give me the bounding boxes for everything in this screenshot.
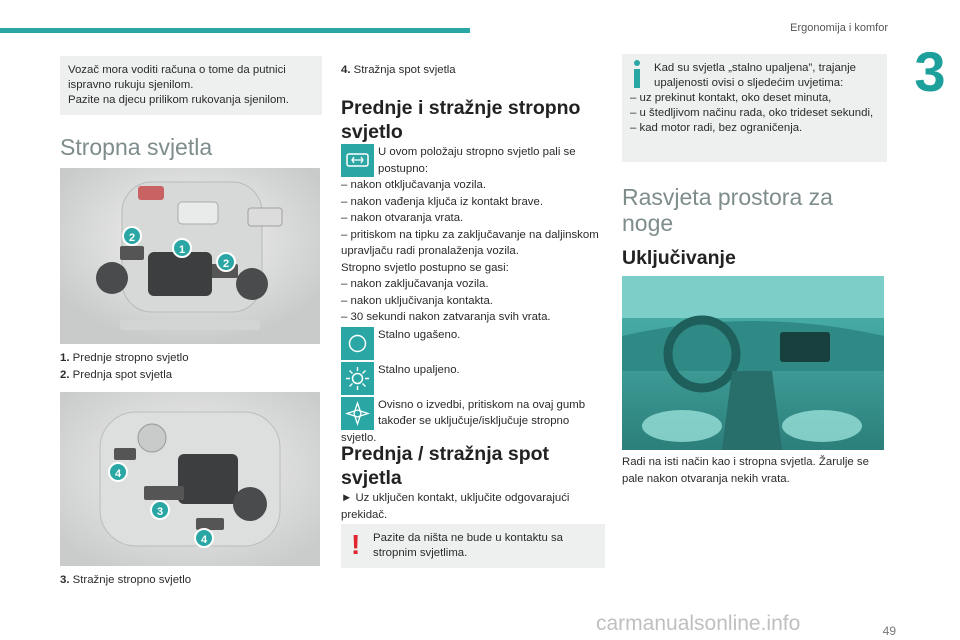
warning-exclamation-icon: ! <box>351 529 361 560</box>
footwell-illustration <box>622 276 884 450</box>
rear-lights-photo: 4 3 4 <box>60 392 320 566</box>
legend-item-2: 2. Prednja spot svjetla <box>60 368 173 381</box>
caution-box: ! Pazite da ništa ne bude u kontaktu sa … <box>341 524 605 568</box>
light-progressive-icon <box>341 144 374 177</box>
heading-ukljucivanje: Uključivanje <box>622 247 736 269</box>
on-item: – nakon otključavanja vozila. <box>341 179 487 191</box>
off-item: – 30 sekundi nakon zatvaranja svih vrata… <box>341 311 551 323</box>
callout-4-right: 4 <box>194 528 214 548</box>
legend-rear: 3. Stražnje stropno svjetlo <box>60 572 191 589</box>
mode-off-line: Stalno ugašeno. <box>341 326 605 360</box>
heading-rasvjeta-noge: Rasvjeta prostora za noge <box>622 184 833 236</box>
callout-1: 1 <box>172 238 192 258</box>
callout-3: 3 <box>150 500 170 520</box>
warning-line: Vozač mora voditi računa o tome da putni… <box>68 64 286 76</box>
page-number: 49 <box>882 624 896 638</box>
heading-prednje-straznje: Prednje i stražnje stropno svjetlo <box>341 97 581 143</box>
off-item: – nakon uključivanja kontakta. <box>341 294 493 307</box>
mode-on-line: Stalno upaljeno. <box>341 361 605 395</box>
light-on-icon <box>341 361 374 395</box>
legend-item-1: 1. Prednje stropno svjetlo <box>60 352 189 364</box>
ceiling-light-description: U ovom položaju stropno svjetlo pali se … <box>341 144 605 446</box>
light-door-icon <box>341 396 374 430</box>
progressive-mode-line: U ovom položaju stropno svjetlo pali se … <box>341 144 605 177</box>
on-item: – nakon vađenja ključa iz kontakt brave. <box>341 195 543 208</box>
rear-lights-illustration <box>60 392 320 566</box>
header-accent-bar <box>0 28 470 33</box>
off-item: – nakon zaključavanja vozila. <box>341 278 489 290</box>
legend-item-3: 3. Stražnje stropno svjetlo <box>60 574 192 586</box>
footwell-description: Radi na isti način kao i stropna svjetla… <box>622 456 869 485</box>
heading-spot-svjetla: Prednja / stražnja spot svjetla <box>341 443 550 489</box>
sunvisor-warning-box: Vozač mora voditi računa o tome da putni… <box>60 56 322 115</box>
on-item: – pritiskom na tipku za zaključavanje na… <box>341 228 599 258</box>
front-lights-illustration <box>60 168 320 344</box>
info-box: Kad su svjetla „stalno upaljena”, trajan… <box>622 54 887 162</box>
legend-front: 1. Prednje stropno svjetlo 2. Prednja sp… <box>60 350 189 383</box>
footwell-lighting-photo <box>622 276 884 450</box>
off-intro: Stropno svjetlo postupno se gasi: <box>341 261 509 274</box>
callout-2-right: 2 <box>216 252 236 272</box>
on-item: – nakon otvaranja vrata. <box>341 212 464 224</box>
legend-item-4: 4. Stražnja spot svjetla <box>341 64 456 76</box>
airbag-indicator <box>138 186 164 200</box>
heading-stropna-svjetla: Stropna svjetla <box>60 134 213 160</box>
section-title: Ergonomija i komfor <box>790 22 888 34</box>
chapter-number: 3 <box>900 40 960 104</box>
front-lights-photo: 2 1 2 <box>60 168 320 344</box>
callout-2-left: 2 <box>122 226 142 246</box>
warning-line: Pazite na djecu prilikom rukovanja sjeni… <box>68 94 289 106</box>
info-icon <box>632 60 640 88</box>
warning-line: ispravno rukuju sjenilom. <box>68 79 194 91</box>
mode-door-line: Ovisno o izvedbi, pritiskom na ovaj gumb… <box>341 396 605 430</box>
light-off-icon <box>341 326 374 360</box>
spot-instruction: ► Uz uključen kontakt, uključite odgovar… <box>341 492 570 521</box>
watermark: carmanualsonline.info <box>596 612 801 635</box>
callout-4-left: 4 <box>108 462 128 482</box>
